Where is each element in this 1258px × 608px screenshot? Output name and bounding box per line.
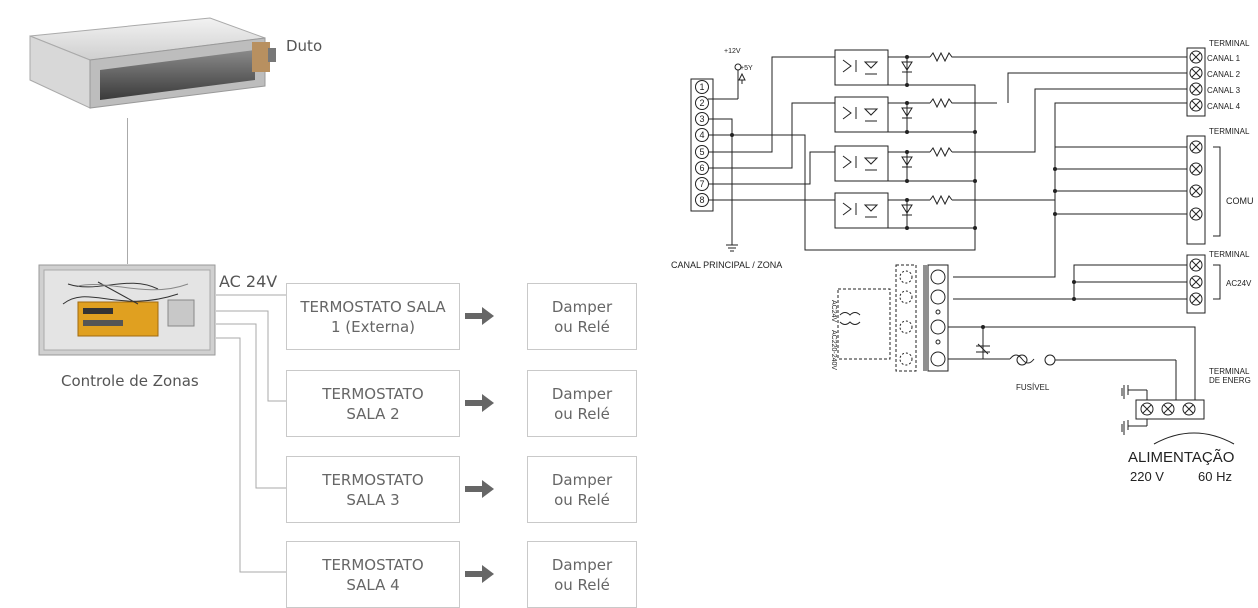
terminal-1-label: TERMINAL (1209, 39, 1250, 48)
channel-2-label: CANAL 2 (1207, 70, 1241, 79)
power-terminal: TERMINAL DE ENERG ALIMENTAÇÃO 220 V 60 H… (1122, 367, 1251, 484)
v5-label: +5Y (740, 65, 753, 72)
power-title: ALIMENTAÇÃO (1128, 449, 1234, 466)
thermostat-room-2: TERMOSTATO SALA 2 (286, 370, 460, 437)
svg-text:2: 2 (699, 98, 704, 108)
svg-text:6: 6 (699, 163, 704, 173)
power-terminal-label-2: DE ENERG (1209, 376, 1251, 385)
terminal-2-label: TERMINAL (1209, 127, 1250, 136)
v5-symbol (739, 74, 745, 80)
power-terminal-label-1: TERMINAL (1209, 367, 1250, 376)
svg-text:5: 5 (699, 147, 704, 157)
optocoupler-channels (830, 50, 1022, 250)
arrow-right-icon (465, 394, 494, 412)
arrows (460, 283, 527, 608)
channel-1-label: CANAL 1 (1207, 54, 1241, 63)
terminal-block-channels: TERMINAL CANAL 1 CANAL 2 CANAL 3 CANAL 4 (1187, 39, 1250, 116)
thermostat-room-4: TERMOSTATO SALA 4 (286, 541, 460, 608)
v12-label: +12V (724, 48, 741, 55)
svg-text:7: 7 (699, 179, 704, 189)
damper-room-4: Damper ou Relé (527, 541, 637, 608)
damper-room-1: Damper ou Relé (527, 283, 637, 350)
thermostat-room-3: TERMOSTATO SALA 3 (286, 456, 460, 523)
thermostat-room-1: TERMOSTATO SALA 1 (Externa) (286, 283, 460, 350)
terminal-3-label: TERMINAL (1209, 250, 1250, 259)
channel-3-label: CANAL 3 (1207, 86, 1241, 95)
transformer: AC24V AC220-240V (830, 265, 948, 371)
terminal-block-ac24v: TERMINAL AC24V (1187, 250, 1252, 313)
damper-room-2: Damper ou Relé (527, 370, 637, 437)
arrow-right-icon (465, 565, 494, 583)
connector-pins: 1 2 3 4 5 6 7 8 (696, 81, 709, 207)
arrow-right-icon (465, 480, 494, 498)
damper-room-3: Damper ou Relé (527, 456, 637, 523)
common-label: COMU (1226, 196, 1254, 206)
power-voltage: 220 V (1130, 469, 1164, 484)
channel-4-label: CANAL 4 (1207, 102, 1241, 111)
svg-text:1: 1 (699, 82, 704, 92)
terminal-block-common: TERMINAL COMU (1187, 127, 1254, 244)
transformer-ac220-label: AC220-240V (830, 330, 837, 370)
fuse-circuit (948, 327, 1195, 400)
main-channel-label: CANAL PRINCIPAL / ZONA (671, 260, 782, 270)
svg-text:4: 4 (699, 130, 704, 140)
transformer-ac24-label: AC24V (830, 300, 837, 323)
svg-text:3: 3 (699, 114, 704, 124)
wiring-schematic: +12V +5Y 1 2 3 4 5 6 7 8 CANAL PRINCIPAL… (660, 0, 1258, 602)
svg-text:8: 8 (699, 195, 704, 205)
power-frequency: 60 Hz (1198, 469, 1232, 484)
arrow-right-icon (465, 307, 494, 325)
fuse-label: FUSÍVEL (1016, 383, 1050, 392)
ac24v-terminal-label: AC24V (1226, 279, 1252, 288)
